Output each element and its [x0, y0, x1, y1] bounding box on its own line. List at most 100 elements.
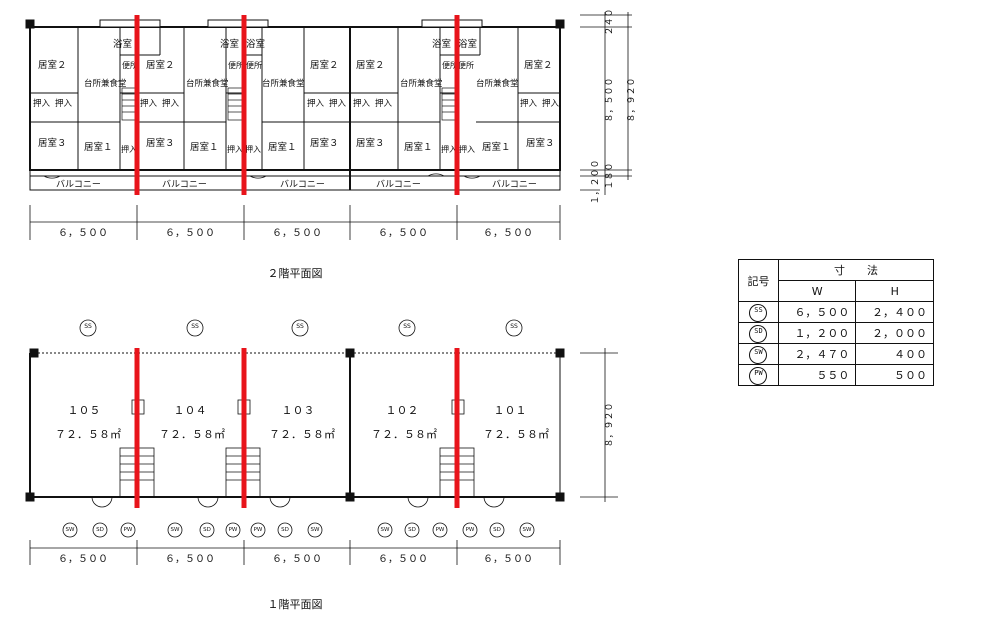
dimension-label: ６，５００ [272, 228, 322, 239]
closet-label: 押入 [245, 144, 261, 154]
closet-label: 押入 [162, 98, 180, 109]
shutter-symbol-icon: SS [749, 304, 768, 322]
svg-text:SW: SW [171, 527, 180, 533]
second-floor-room-labels: 居室２ 居室２ 居室２ 居室２ 居室２ 台所兼食堂 台所兼食堂 台所兼食堂 台所… [33, 38, 560, 190]
table-row: SW ２，４７０ ４００ [738, 343, 934, 365]
toilet-label: 便所 [122, 60, 138, 70]
table-cell-h: ４００ [855, 343, 934, 365]
room-label: 居室２ [310, 59, 339, 71]
closet-label: 押入 [140, 98, 158, 109]
door-symbol-icon: SD [749, 325, 768, 343]
balcony-label: バルコニー [56, 179, 101, 190]
room-label: 居室３ [310, 137, 339, 149]
second-floor-right-dim-labels: ２４０ ８，５００ ８，９２０ １，２００ １８０ [591, 8, 637, 204]
closet-label: 押入 [55, 98, 73, 109]
svg-text:SS: SS [510, 323, 518, 330]
balcony-label: バルコニー [162, 179, 207, 190]
table-cell-h: ５００ [855, 364, 934, 386]
unit-area: ７２．５８㎡ [371, 428, 437, 441]
svg-text:SW: SW [311, 527, 320, 533]
room-label: 居室１ [190, 141, 219, 153]
svg-text:SD: SD [96, 527, 104, 533]
first-floor-unit-labels: １０５ １０４ １０３ １０２ １０１ ７２．５８㎡ ７２．５８㎡ ７２．５８㎡… [55, 404, 549, 441]
unit-area: ７２．５８㎡ [55, 428, 121, 441]
room-label: 居室３ [146, 137, 175, 149]
svg-text:SD: SD [203, 527, 211, 533]
table-cell-w: ２，４７０ [777, 343, 857, 365]
closet-label: 押入 [33, 98, 51, 109]
dimension-label: ６，５００ [272, 554, 322, 565]
fitting-size-table: 記号 寸 法 W H SS ６，５００ ２，４００ SD １，２００ ２，０００… [738, 259, 935, 386]
first-floor-dimension-labels: ６，５００ ６，５００ ６，５００ ６，５００ ６，５００ [58, 554, 533, 565]
panel-window-symbol-icon: PW [749, 367, 768, 385]
room-label: 居室１ [268, 141, 297, 153]
room-label: 居室１ [404, 141, 433, 153]
table-header-w: W [777, 280, 857, 302]
dimension-label: ６，５００ [58, 554, 108, 565]
bath-label: 浴室 [432, 38, 451, 50]
room-label: 居室２ [524, 59, 553, 71]
toilet-label: 便所 [228, 60, 244, 70]
svg-text:PW: PW [254, 527, 263, 533]
room-label: 台所兼食堂 [186, 78, 229, 89]
bath-label: 浴室 [220, 38, 239, 50]
bath-label: 浴室 [458, 38, 477, 50]
room-label: 台所兼食堂 [262, 78, 305, 89]
balcony-label: バルコニー [492, 179, 537, 190]
second-floor-plan [25, 19, 565, 191]
dimension-label: ６，５００ [483, 554, 533, 565]
table-cell-h: ２，０００ [855, 322, 934, 344]
table-cell-w: ６，５００ [777, 301, 857, 323]
dimension-label: ６，５００ [58, 228, 108, 239]
room-label: 居室２ [356, 59, 385, 71]
balcony-label: バルコニー [376, 179, 421, 190]
svg-text:SS: SS [84, 323, 92, 330]
unit-number: １０２ [386, 404, 419, 417]
closet-label: 押入 [441, 144, 457, 154]
bath-label: 浴室 [113, 38, 132, 50]
room-label: 台所兼食堂 [476, 78, 519, 89]
room-label: 台所兼食堂 [84, 78, 127, 89]
closet-label: 押入 [375, 98, 393, 109]
shutter-symbol-labels: SS SS SS SS SS [84, 323, 518, 330]
closet-label: 押入 [329, 98, 347, 109]
second-floor-right-dimensions [580, 12, 632, 195]
room-label: 台所兼食堂 [400, 78, 443, 89]
room-label: 居室３ [38, 137, 67, 149]
dimension-label: ６，５００ [378, 554, 428, 565]
svg-text:PW: PW [229, 527, 238, 533]
closet-label: 押入 [520, 98, 538, 109]
balcony-label: バルコニー [280, 179, 325, 190]
first-floor-title: １階平面図 [268, 597, 323, 611]
table-header-h: H [855, 280, 934, 302]
unit-number: １０３ [282, 404, 315, 417]
closet-label: 押入 [459, 144, 475, 154]
unit-area: ７２．５８㎡ [483, 428, 549, 441]
dimension-label: ６，５００ [165, 554, 215, 565]
svg-text:SS: SS [191, 323, 199, 330]
dimension-label: ８，９２０ [627, 77, 637, 122]
table-row: PW ５５０ ５００ [738, 364, 934, 386]
room-label: 居室２ [38, 59, 67, 71]
room-label: 居室２ [146, 59, 175, 71]
red-partition-markers [134, 15, 460, 508]
table-header-symbol: 記号 [738, 259, 779, 302]
closet-label: 押入 [353, 98, 371, 109]
window-symbol-icon: SW [749, 346, 768, 364]
unit-area: ７２．５８㎡ [159, 428, 225, 441]
dimension-label: ６，５００ [378, 228, 428, 239]
bath-label: 浴室 [246, 38, 265, 50]
svg-text:SW: SW [523, 527, 532, 533]
shutter-symbols-top [79, 319, 523, 337]
dimension-label: ６，５００ [165, 228, 215, 239]
closet-label: 押入 [542, 98, 560, 109]
dimension-label: ８，９２０ [605, 402, 615, 447]
first-floor-right-dimension [580, 348, 618, 502]
room-label: 居室１ [84, 141, 113, 153]
unit-area: ７２．５８㎡ [269, 428, 335, 441]
room-label: 居室１ [482, 141, 511, 153]
closet-label: 押入 [121, 144, 137, 154]
table-row: SD １，２００ ２，０００ [738, 322, 934, 344]
